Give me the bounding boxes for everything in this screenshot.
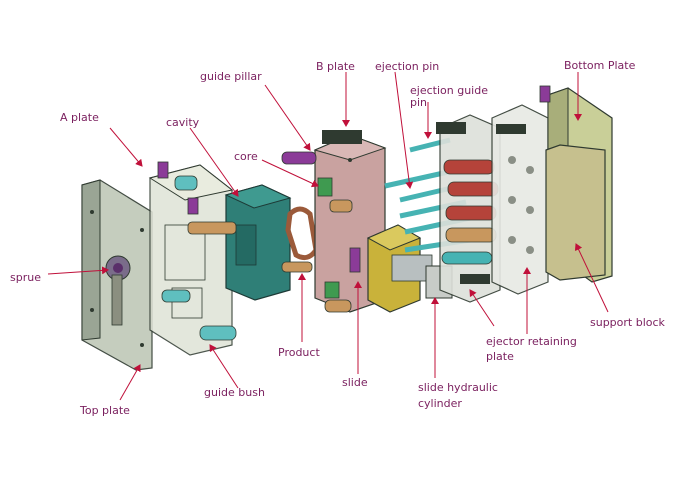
support-block-part xyxy=(545,144,606,281)
label-ejector-retaining-plate-line2: plate xyxy=(486,350,514,363)
label-guide-pillar: guide pillar xyxy=(200,70,262,83)
label-product: Product xyxy=(278,346,320,359)
label-b-plate: B plate xyxy=(316,60,355,73)
label-sprue: sprue xyxy=(10,271,41,284)
label-support-block: support block xyxy=(590,316,665,329)
ejector-retaining-plate xyxy=(436,114,501,303)
label-top-plate: Top plate xyxy=(80,404,130,417)
label-cavity: cavity xyxy=(166,116,200,129)
core-pin xyxy=(187,221,237,235)
label-guide-bush: guide bush xyxy=(204,386,265,399)
label-a-plate: A plate xyxy=(60,111,99,124)
cavity-block xyxy=(224,184,292,301)
label-slide-hydraulic-cylinder-line2: cylinder xyxy=(418,397,462,410)
label-ejection-guide-pin-line2: pin xyxy=(410,96,428,109)
leader-lines xyxy=(47,71,609,401)
label-bottom-plate: Bottom Plate xyxy=(564,59,636,72)
label-ejection-pin: ejection pin xyxy=(375,60,440,73)
label-ejection-guide-pin-line1: ejection guide xyxy=(410,84,488,97)
label-slide-hydraulic-cylinder-line1: slide hydraulic xyxy=(418,381,498,394)
top-plate xyxy=(81,179,153,371)
ejector-plate xyxy=(491,104,549,295)
label-ejector-retaining-plate-line1: ejector retaining xyxy=(486,335,577,348)
a-plate xyxy=(148,161,237,356)
slide-block xyxy=(366,224,433,313)
label-slide: slide xyxy=(342,376,368,389)
label-core: core xyxy=(234,150,258,163)
